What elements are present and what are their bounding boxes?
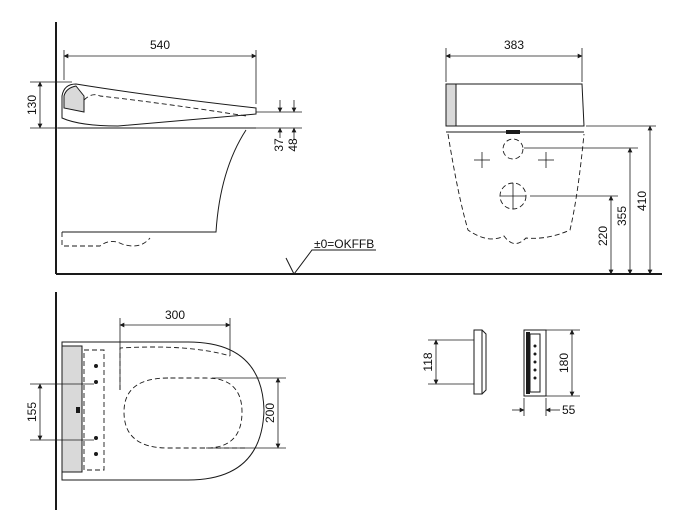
dim-383-label: 383 [504,38,524,52]
dim-37-label: 37 [272,138,286,152]
floor-reference-mark [285,249,376,275]
plan-hidden-rim [119,346,231,390]
side-hinge-block [63,85,85,113]
dim-130-label: 130 [25,95,39,115]
dim-410-label: 410 [635,191,649,211]
bracket-front-body [523,329,547,397]
plan-screw-2 [94,380,98,384]
front-seat-lid [445,83,585,127]
bracket-hole-4 [533,368,537,372]
front-hidden-bowl [447,133,585,244]
plan-screw-4 [94,452,98,456]
side-hidden-lid [83,94,247,117]
dim-220-label: 220 [596,226,610,246]
bracket-hole-2 [533,352,537,356]
side-hidden-outlet [61,232,151,247]
plan-bowl-opening [123,377,243,449]
dim-300-label: 300 [165,308,185,322]
floor-reference-label: ±0=OKFFB [314,237,374,251]
plan-center-mark [76,407,80,413]
dim-355-label: 355 [615,206,629,226]
plan-view: 300 155 200 [25,292,286,510]
plan-screw-1 [94,364,98,368]
bracket-hole-5 [533,376,537,380]
dim-55-label: 55 [562,403,576,417]
bracket-side-body [473,329,483,395]
dim-200-label: 200 [263,403,277,423]
dim-48-label: 48 [286,138,300,152]
plan-hinge-hidden [83,349,105,471]
bracket-side-edge [481,329,487,395]
bracket-detail: 118 180 55 [421,329,580,417]
front-lid-side [445,83,457,127]
plan-screw-3 [94,436,98,440]
bracket-hole-3 [533,360,537,364]
side-bowl-body [62,129,247,233]
plan-seat-outline [61,341,265,481]
dim-155-label: 155 [25,402,39,422]
front-center-mark [506,130,520,134]
front-view: 383 410 355 220 [445,38,656,275]
bracket-hole-1 [533,344,537,348]
dim-118-label: 118 [421,352,435,371]
side-view: 540 130 37 48 ±0=OKFFB [25,22,662,275]
front-upper-pipe [502,138,524,160]
side-seat-lid [61,83,257,127]
bracket-front-strip [526,332,530,394]
dim-540-label: 540 [150,38,170,52]
dim-180-label: 180 [557,353,571,373]
